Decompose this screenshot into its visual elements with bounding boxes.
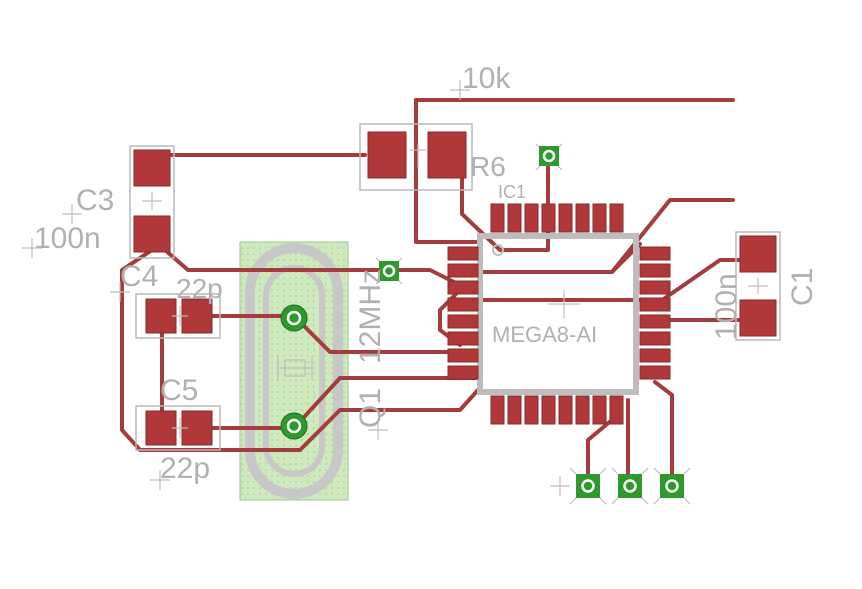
resistor-r6[interactable]	[359, 123, 473, 191]
ic1-pads-bottom	[490, 395, 624, 425]
r6-name-label: R6	[470, 151, 506, 182]
ic1-pads-top	[490, 203, 624, 233]
via-crystal	[375, 257, 403, 285]
bottom-pads	[550, 467, 691, 505]
c5-value-label: 22p	[160, 452, 210, 485]
q1-name-label: Q1	[354, 388, 387, 428]
c3-name-label: C3	[76, 184, 114, 217]
capacitor-c1[interactable]	[735, 231, 781, 341]
c4-name-label: C4	[120, 260, 158, 293]
via-top	[535, 143, 563, 171]
c5-name-label: C5	[160, 374, 198, 407]
ic1-value-label: MEGA8-AI	[492, 322, 597, 347]
ic1-name-label: IC1	[498, 182, 526, 202]
ic1-pads-right	[639, 246, 671, 380]
r6-value-label: 10k	[462, 62, 511, 95]
c1-name-label: C1	[786, 268, 819, 306]
ic1-chip[interactable]	[477, 233, 639, 395]
crystal-pads	[280, 304, 308, 440]
q1-value-label: 12MHz	[354, 269, 387, 364]
capacitor-c4[interactable]	[135, 293, 221, 339]
origin-marks	[22, 80, 470, 490]
copper-traces	[120, 98, 760, 488]
capacitor-c5[interactable]	[135, 405, 221, 451]
ic1-pads-left	[447, 246, 479, 380]
crystal-q1[interactable]	[239, 241, 349, 501]
capacitor-c3[interactable]	[129, 145, 175, 259]
c4-value-label: 22p	[176, 273, 223, 304]
c3-value-label: 100n	[34, 222, 101, 255]
c1-value-label: 100n	[710, 273, 743, 340]
